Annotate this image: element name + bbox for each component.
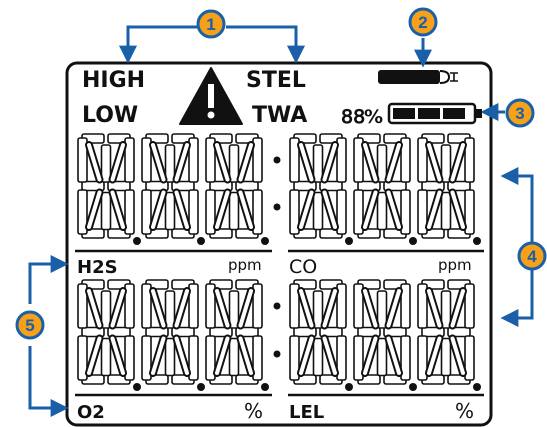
segment-digit <box>353 279 417 391</box>
segment-digit <box>289 133 353 245</box>
callout-leaders <box>28 25 534 417</box>
svg-text:1: 1 <box>206 15 215 34</box>
lel-label: LEL <box>289 402 324 423</box>
svg-text:88: 88 <box>341 106 365 128</box>
svg-text:5: 5 <box>25 316 34 335</box>
segment-digit <box>205 279 269 391</box>
callout-5: 5 <box>15 310 45 340</box>
callout-3: 3 <box>505 98 535 128</box>
segment-digit <box>141 279 205 391</box>
o2-digits <box>77 279 269 391</box>
pump-bar-icon <box>378 70 458 84</box>
callout-2: 2 <box>408 7 438 37</box>
segment-digit <box>289 279 353 391</box>
co-digits <box>289 133 481 245</box>
lel-unit: % <box>455 399 474 423</box>
svg-text:3: 3 <box>515 104 524 123</box>
percent-readout: 88 % <box>341 106 383 129</box>
segment-digit <box>77 133 141 245</box>
svg-text:4: 4 <box>527 247 537 266</box>
twa-indicator: TWA <box>252 103 307 128</box>
callout-4: 4 <box>517 241 547 271</box>
h2s-label: H2S <box>77 257 118 278</box>
segment-digit <box>353 133 417 245</box>
colon-bottom <box>273 302 281 358</box>
segment-digit <box>417 279 481 391</box>
co-unit: ppm <box>438 256 472 274</box>
battery-icon <box>387 102 482 125</box>
o2-label: O2 <box>77 402 105 423</box>
o2-unit: % <box>244 399 263 423</box>
svg-text:%: % <box>364 106 383 128</box>
stel-indicator: STEL <box>246 68 306 93</box>
h2s-unit: ppm <box>228 256 262 274</box>
callout-1: 1 <box>196 9 226 39</box>
segment-digit <box>205 133 269 245</box>
segment-digit <box>77 279 141 391</box>
warning-triangle-icon <box>179 67 243 125</box>
lel-digits <box>289 279 481 391</box>
separator-lines <box>75 249 484 397</box>
segment-digit <box>141 133 205 245</box>
h2s-digits <box>77 133 269 245</box>
low-indicator: LOW <box>82 103 138 128</box>
colon-top <box>273 156 281 211</box>
high-indicator: HIGH <box>82 68 145 93</box>
segment-digit <box>417 133 481 245</box>
svg-text:2: 2 <box>418 13 427 32</box>
co-label: CO <box>289 256 317 278</box>
